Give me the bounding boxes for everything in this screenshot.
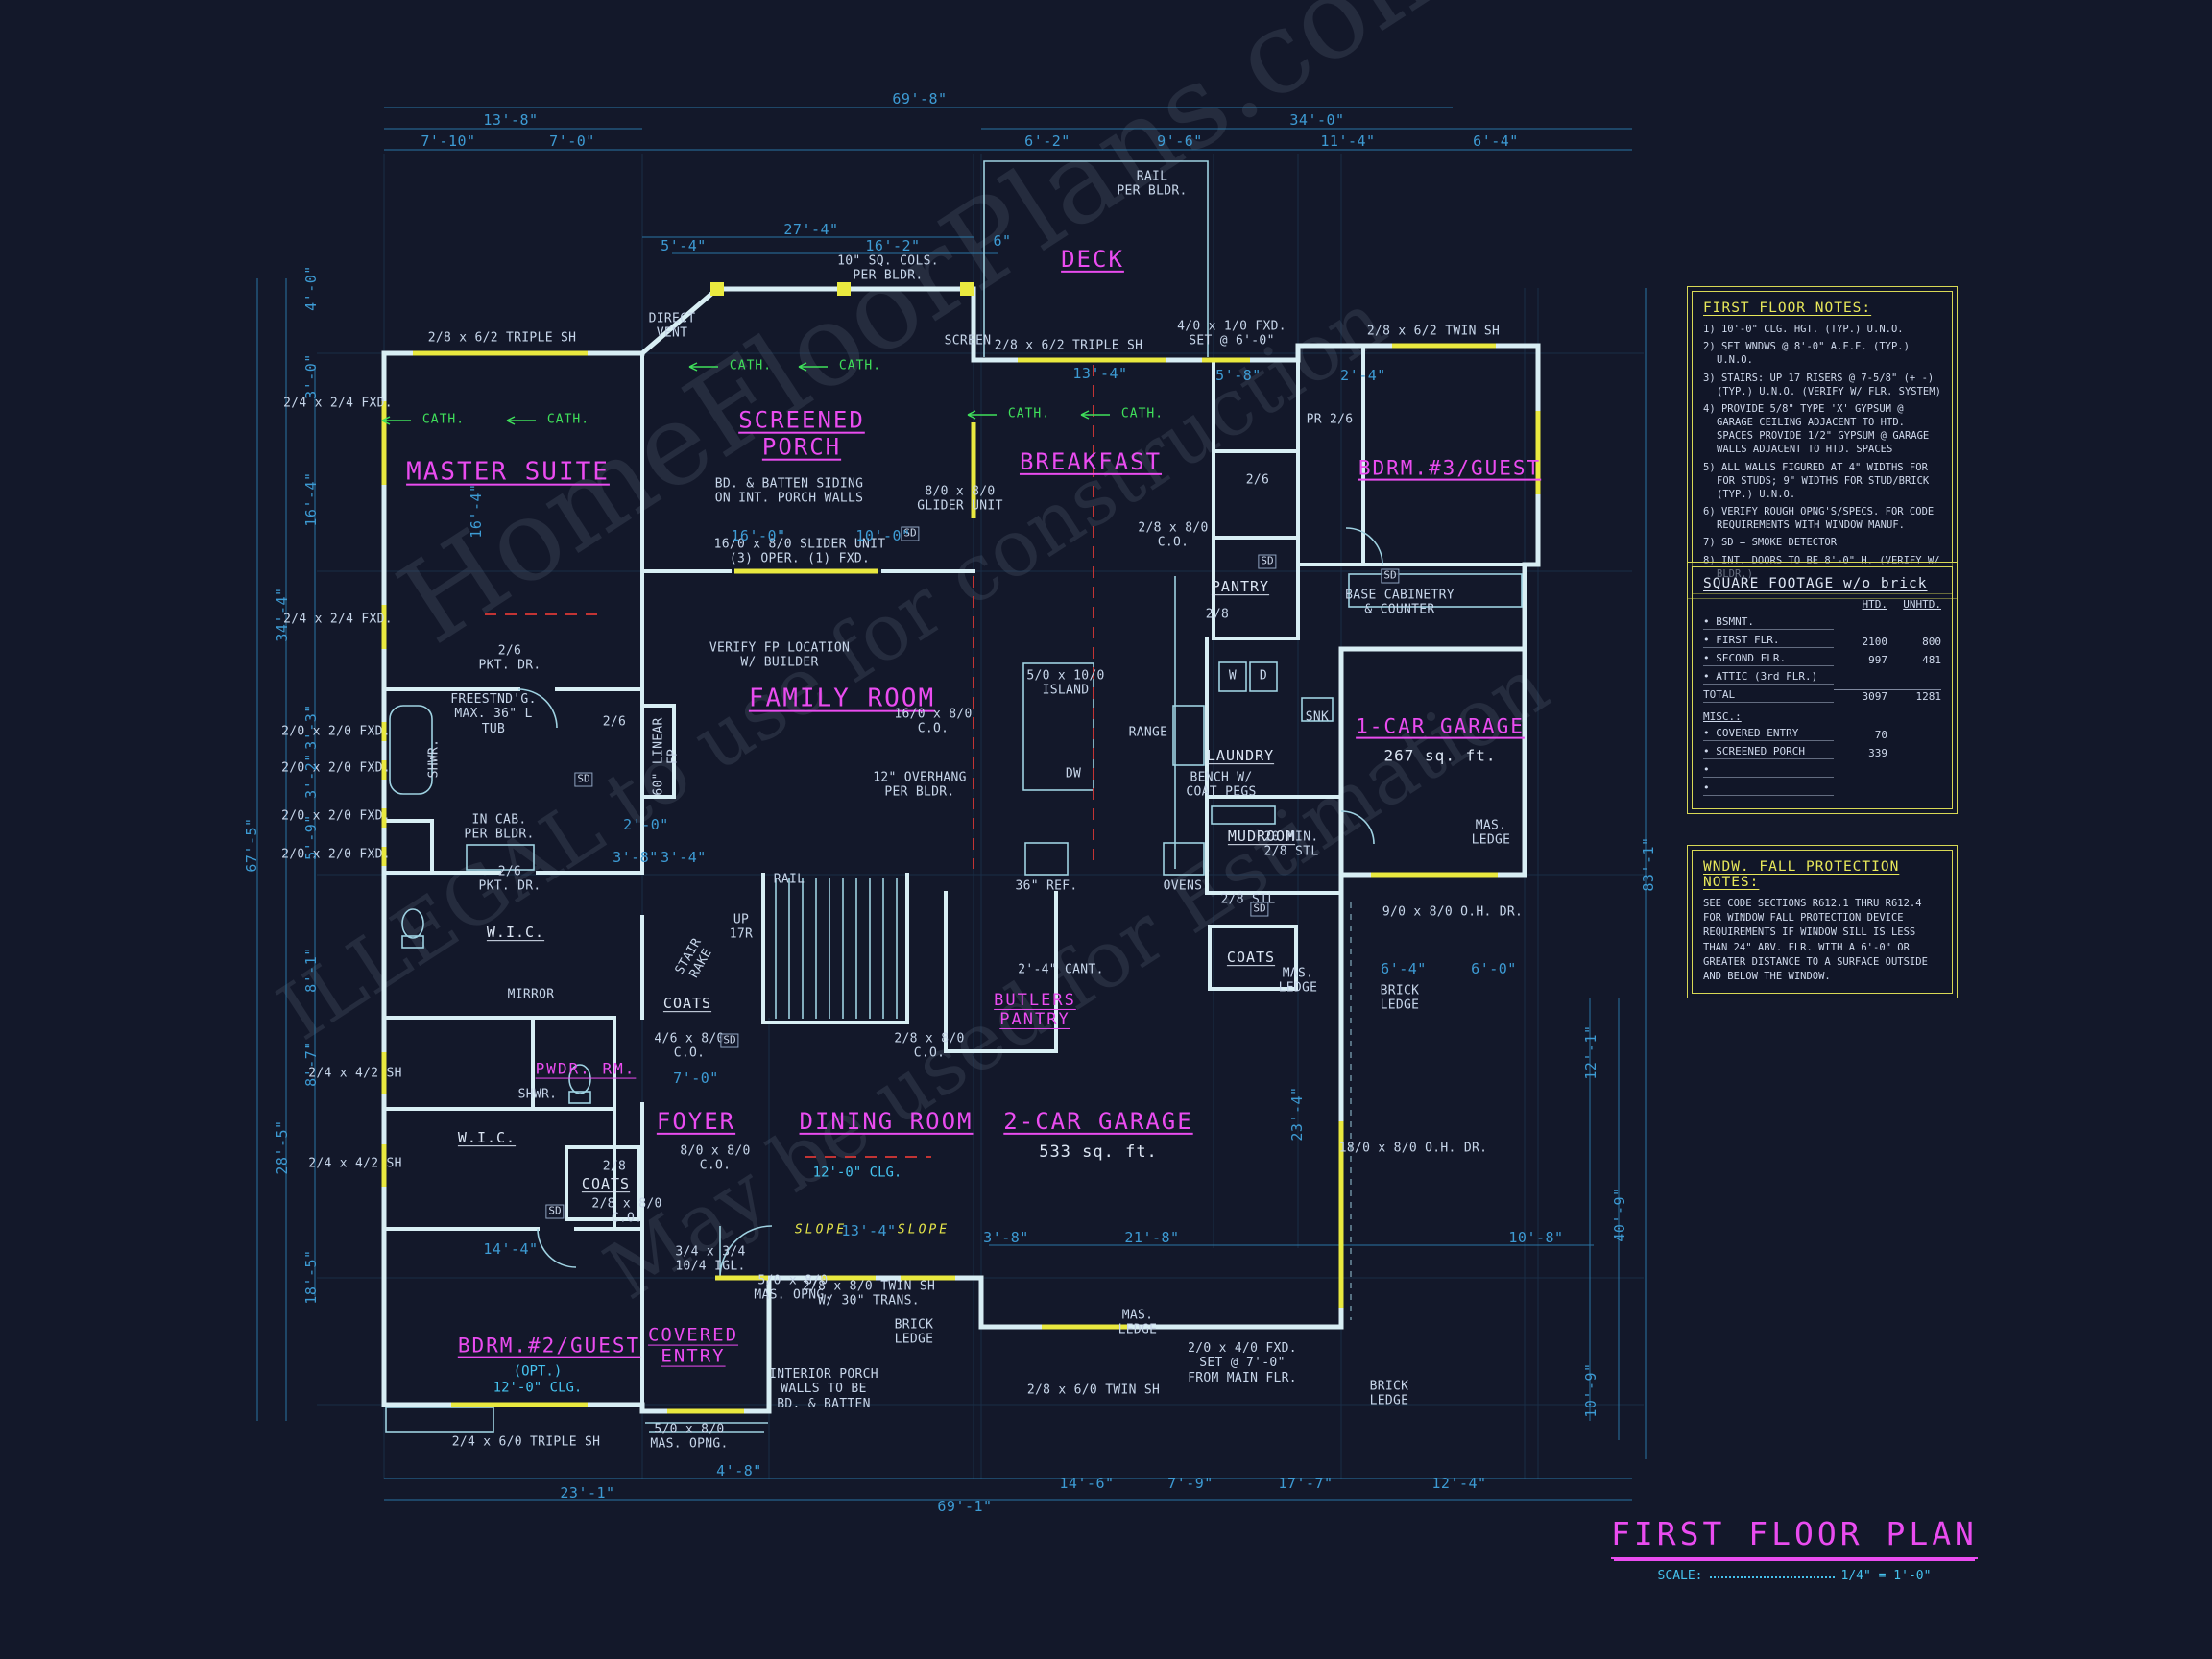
ceiling-break-lines bbox=[485, 365, 1094, 1158]
sqft-misc-row: SCREENED PORCH 339 bbox=[1703, 745, 1941, 759]
window-fall-protection-title: WNDW. FALL PROTECTION NOTES: bbox=[1703, 859, 1900, 890]
title-block: FIRST FLOOR PLAN SCALE: 1/4" = 1'-0" bbox=[1611, 1515, 1978, 1583]
sheet-title: FIRST FLOOR PLAN bbox=[1611, 1515, 1978, 1559]
sqft-row-unhtd: 800 bbox=[1922, 636, 1941, 648]
sqft-row-label: FIRST FLR. bbox=[1703, 634, 1834, 648]
sqft-misc-row: COVERED ENTRY 70 bbox=[1703, 727, 1941, 741]
scale-label: SCALE: bbox=[1657, 1569, 1703, 1583]
first-floor-note: 5) ALL WALLS FIGURED AT 4" WIDTHS FOR FO… bbox=[1703, 461, 1930, 500]
sqft-misc-row bbox=[1703, 763, 1941, 778]
first-floor-notes-title: FIRST FLOOR NOTES: bbox=[1703, 301, 1872, 316]
sqft-row-unhtd: 481 bbox=[1922, 654, 1941, 666]
window-fall-protection-inner: WNDW. FALL PROTECTION NOTES: SEE CODE SE… bbox=[1692, 850, 1953, 995]
first-floor-notes-inner: FIRST FLOOR NOTES: 1) 10'-0" CLG. HGT. (… bbox=[1692, 291, 1953, 594]
sqft-misc-row bbox=[1703, 781, 1941, 796]
first-floor-note: 7) SD = SMOKE DETECTOR bbox=[1703, 537, 1838, 549]
sqft-misc-value: 339 bbox=[1868, 747, 1887, 759]
porch-columns bbox=[710, 282, 974, 296]
first-floor-note: 2) SET WNDWS @ 8'-0" A.F.F. (TYP.) U.N.O… bbox=[1703, 341, 1910, 367]
window-fall-protection-panel: WNDW. FALL PROTECTION NOTES: SEE CODE SE… bbox=[1687, 845, 1958, 999]
sqft-row-htd: 2100 bbox=[1862, 636, 1888, 648]
sqft-row: BSMNT. bbox=[1703, 615, 1941, 630]
sqft-row-label: ATTIC (3rd FLR.) bbox=[1703, 670, 1834, 685]
first-floor-note: 4) PROVIDE 5/8" TYPE 'X' GYPSUM @ GARAGE… bbox=[1703, 402, 1930, 456]
sqft-total-htd: 3097 bbox=[1834, 689, 1887, 703]
sqft-row-label: SECOND FLR. bbox=[1703, 652, 1834, 666]
scale-line: SCALE: 1/4" = 1'-0" bbox=[1611, 1569, 1978, 1583]
interior-walls bbox=[382, 344, 1540, 1407]
first-floor-note: 3) STAIRS: UP 17 RISERS @ 7-5/8" (+ -) (… bbox=[1703, 372, 1941, 397]
col-htd: HTD. bbox=[1862, 598, 1888, 611]
scale-value: 1/4" = 1'-0" bbox=[1840, 1569, 1932, 1583]
sqft-misc-label bbox=[1703, 763, 1834, 778]
first-floor-notes-list: 1) 10'-0" CLG. HGT. (TYP.) U.N.O. 2) SET … bbox=[1703, 323, 1941, 581]
dimension-lines bbox=[256, 107, 1647, 1501]
first-floor-note: 6) VERIFY ROUGH OPNG'S/SPECS. FOR CODE R… bbox=[1703, 506, 1935, 532]
sqft-misc-title: MISC.: bbox=[1703, 710, 1742, 723]
sqft-misc-value: 70 bbox=[1874, 729, 1887, 741]
col-unhtd: UNHTD. bbox=[1903, 598, 1941, 611]
first-floor-note: 1) 10'-0" CLG. HGT. (TYP.) U.N.O. bbox=[1703, 324, 1904, 335]
sqft-row: FIRST FLR. 2100 800 bbox=[1703, 634, 1941, 648]
first-floor-notes-panel: FIRST FLOOR NOTES: 1) 10'-0" CLG. HGT. (… bbox=[1687, 286, 1958, 599]
sqft-row-htd: 997 bbox=[1868, 654, 1887, 666]
sqft-total-label: TOTAL bbox=[1703, 688, 1834, 703]
sqft-total-unhtd: 1281 bbox=[1887, 689, 1941, 703]
sqft-row: ATTIC (3rd FLR.) bbox=[1703, 670, 1941, 685]
sqft-row: SECOND FLR. 997 481 bbox=[1703, 652, 1941, 666]
square-footage-panel: SQUARE FOOTAGE w/o brick HTD. UNHTD. BSM… bbox=[1687, 562, 1958, 814]
square-footage-title: SQUARE FOOTAGE w/o brick bbox=[1703, 576, 1928, 591]
square-footage-inner: SQUARE FOOTAGE w/o brick HTD. UNHTD. BSM… bbox=[1692, 566, 1953, 809]
window-markers bbox=[381, 343, 1541, 1414]
sqft-misc-label: SCREENED PORCH bbox=[1703, 745, 1834, 759]
sqft-misc-label bbox=[1703, 781, 1834, 796]
sqft-row-label: BSMNT. bbox=[1703, 615, 1834, 630]
cathedral-arrows bbox=[381, 362, 1110, 425]
detail-linework bbox=[385, 160, 1523, 1433]
square-footage-header: HTD. UNHTD. bbox=[1703, 598, 1942, 611]
scale-leader bbox=[1709, 1575, 1835, 1578]
sqft-misc-label: COVERED ENTRY bbox=[1703, 727, 1834, 741]
window-fall-protection-body: SEE CODE SECTIONS R612.1 THRU R612.4 FOR… bbox=[1703, 898, 1928, 983]
